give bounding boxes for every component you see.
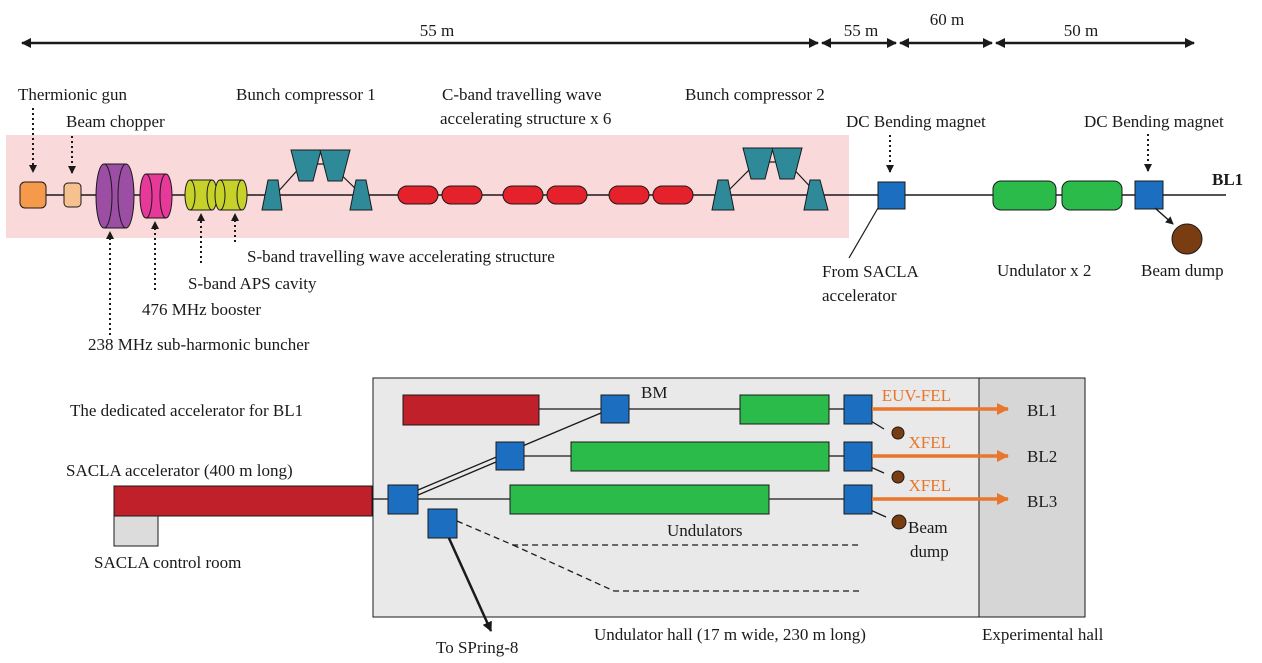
dc-bending-magnet-2 [1134, 180, 1164, 210]
facility-magnets [387, 394, 873, 539]
to-spring8-line [446, 535, 493, 632]
label-beam-chopper: Beam chopper [66, 112, 165, 131]
label-dc-bending-1: DC Bending magnet [846, 112, 986, 131]
label-to-spring8: To SPring-8 [436, 638, 518, 657]
label-from-sacla-line1: From SACLA [822, 262, 920, 281]
s-band-aps-cavity [184, 179, 218, 211]
undulator-1 [992, 180, 1057, 211]
label-s-band-tw: S-band travelling wave accelerating stru… [247, 247, 555, 266]
beam-dump-path [1154, 207, 1174, 225]
undulator-2 [1061, 180, 1123, 211]
bm-switch [387, 484, 419, 515]
beam-dump-bl1 [891, 426, 905, 440]
beam-dump-bl3 [891, 514, 907, 530]
label-xfel-bl3: XFEL [909, 476, 952, 495]
label-booster: 476 MHz booster [142, 300, 261, 319]
bunch-compressor-2-path [724, 161, 818, 195]
label-bl3: BL3 [1027, 492, 1057, 511]
label-bunch-compressor-2: Bunch compressor 2 [685, 85, 825, 104]
bc1-magnet-2 [290, 149, 322, 182]
bc2-magnet-1 [711, 179, 735, 211]
beam-dump-bl2 [891, 470, 905, 484]
label-c-band-line2: accelerating structure x 6 [440, 109, 611, 128]
from-sacla-pointer [848, 207, 879, 259]
beam-chopper [63, 182, 82, 208]
bc2-magnet-2 [742, 147, 774, 180]
distance-label-seg1: 55 m [420, 21, 454, 40]
label-dedicated-accelerator: The dedicated accelerator for BL1 [70, 401, 303, 420]
label-bunch-compressor-1: Bunch compressor 1 [236, 85, 376, 104]
label-from-sacla-line2: accelerator [822, 286, 897, 305]
bc1-magnet-3 [319, 149, 351, 182]
label-beam-dump-line1: Beam [908, 518, 948, 537]
label-undulator-hall: Undulator hall (17 m wide, 230 m long) [594, 625, 866, 644]
sacla-accelerator-block [113, 485, 373, 517]
bc2-magnet-3 [771, 147, 803, 180]
label-beam-dump-top: Beam dump [1141, 261, 1224, 280]
c-band-structure-3 [502, 185, 544, 205]
label-xfel-bl2: XFEL [909, 433, 952, 452]
facility-beam-dumps [891, 426, 907, 530]
dedicated-accelerator-block [402, 394, 540, 426]
label-euv-fel: EUV-FEL [882, 386, 951, 405]
label-bl1: BL1 [1027, 401, 1057, 420]
label-sacla-control-room: SACLA control room [94, 553, 241, 572]
bc1-magnet-1 [261, 179, 283, 211]
c-band-structure-1 [397, 185, 439, 205]
label-c-band-line1: C-band travelling wave [442, 85, 602, 104]
label-bm: BM [641, 383, 667, 402]
label-beam-dump-line2: dump [910, 542, 949, 561]
s-band-tw-structure [214, 179, 248, 211]
undulator-bl1 [739, 394, 830, 425]
undulator-bl3 [509, 484, 770, 515]
beam-dump [1171, 223, 1203, 255]
bc2-magnet-4 [803, 179, 829, 211]
c-band-structure-6 [652, 185, 694, 205]
bm-end-bl3 [843, 484, 873, 515]
label-undulator-x2: Undulator x 2 [997, 261, 1091, 280]
dc-bending-magnet-1 [877, 181, 906, 210]
bc1-magnet-4 [349, 179, 373, 211]
label-bl1-top: BL1 [1212, 170, 1243, 189]
sub-harmonic-buncher [95, 163, 135, 229]
distance-label-seg4: 50 m [1064, 21, 1098, 40]
distance-scale: 55 m 55 m 60 m 50 m [21, 10, 1195, 48]
label-undulators: Undulators [667, 521, 743, 540]
label-bl2: BL2 [1027, 447, 1057, 466]
bm-bl1 [600, 394, 630, 424]
label-pointers [29, 108, 1152, 335]
c-band-structure-5 [608, 185, 650, 205]
label-thermionic-gun: Thermionic gun [18, 85, 128, 104]
thermionic-gun [19, 181, 47, 209]
bm-end-bl1 [843, 394, 873, 425]
bm-branch-bl2 [495, 441, 525, 471]
accelerator-schematic: Thermionic gun Beam chopper Bunch compre… [6, 85, 1243, 354]
photon-beams [872, 403, 1009, 505]
c-band-structures [397, 185, 694, 205]
label-dc-bending-2: DC Bending magnet [1084, 112, 1224, 131]
distance-label-seg3: 60 m [930, 10, 964, 29]
label-buncher: 238 MHz sub-harmonic buncher [88, 335, 310, 354]
bm-spring8 [427, 508, 458, 539]
label-s-band-aps: S-band APS cavity [188, 274, 317, 293]
label-sacla-accelerator: SACLA accelerator (400 m long) [66, 461, 293, 480]
label-experimental-hall: Experimental hall [982, 625, 1104, 644]
bm-end-bl2 [843, 441, 873, 472]
booster-cavity [139, 173, 173, 219]
c-band-structure-4 [546, 185, 588, 205]
sacla-control-room-block [113, 515, 159, 547]
facility-undulators [509, 394, 830, 515]
facility-layout: The dedicated accelerator for BL1 SACLA … [66, 377, 1104, 657]
undulator-bl2 [570, 441, 830, 472]
future-beamline-2 [512, 544, 862, 592]
c-band-structure-2 [441, 185, 483, 205]
distance-label-seg2: 55 m [844, 21, 878, 40]
